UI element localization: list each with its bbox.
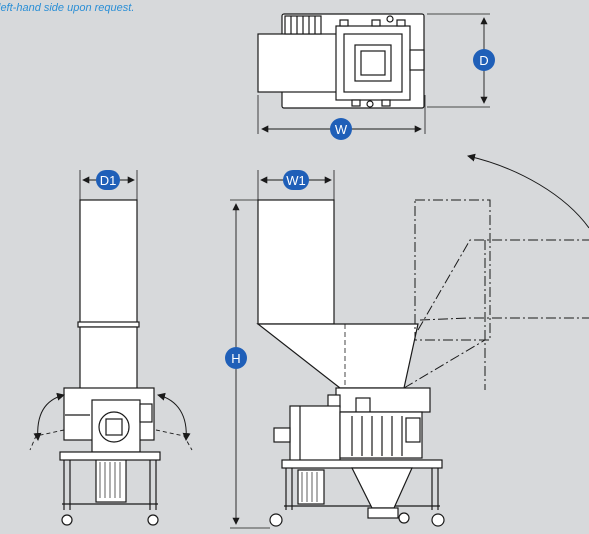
label-d: D <box>479 53 488 68</box>
badge-h: H <box>225 347 247 369</box>
badge-d1: D1 <box>96 170 120 190</box>
badge-w1: W1 <box>283 170 309 190</box>
label-w: W <box>335 122 348 137</box>
badge-w: W <box>330 118 352 140</box>
side-view <box>29 170 193 526</box>
front-view <box>230 153 589 529</box>
label-d1: D1 <box>100 173 117 188</box>
top-view <box>257 13 490 134</box>
caption-text: left-hand side upon request. <box>0 2 135 14</box>
badge-d: D <box>473 49 495 71</box>
label-h: H <box>231 351 240 366</box>
label-w1: W1 <box>286 173 306 188</box>
